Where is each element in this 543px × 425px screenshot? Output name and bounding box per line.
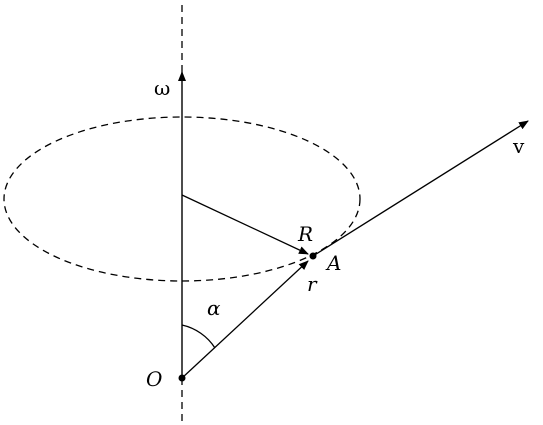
label-r: r	[307, 272, 318, 296]
point-O	[178, 374, 186, 382]
label-omega: ω	[154, 76, 170, 100]
velocity-vector-v	[312, 120, 529, 257]
label-v: v	[512, 134, 525, 158]
label-A: A	[325, 251, 341, 275]
label-R: R	[297, 222, 313, 246]
label-O: O	[146, 367, 162, 391]
angle-arc-alpha	[181, 324, 216, 349]
position-vector-r	[181, 260, 309, 379]
circular-trajectory	[3, 116, 361, 282]
point-A	[309, 252, 317, 260]
radius-vector-R	[181, 194, 309, 255]
label-alpha: α	[207, 296, 221, 320]
